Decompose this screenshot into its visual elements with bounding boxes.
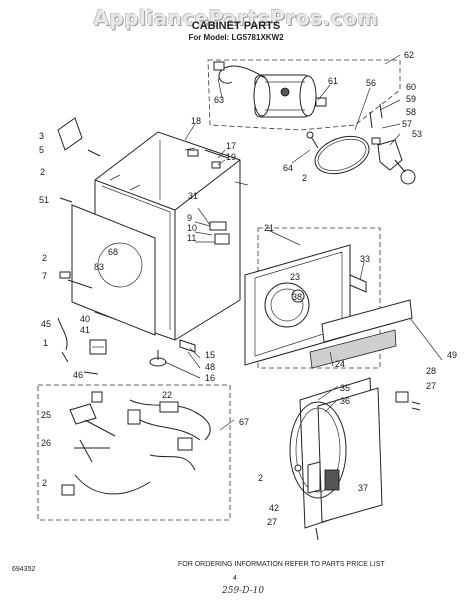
page-number: 4 (233, 575, 237, 582)
ordering-note: FOR ORDERING INFORMATION REFER TO PARTS … (178, 561, 385, 568)
motor-assembly (207, 59, 416, 185)
callout-27: 27 (426, 381, 436, 391)
callout-2: 2 (258, 473, 263, 483)
callout-16: 16 (205, 373, 215, 383)
callout-27: 27 (267, 517, 277, 527)
callout-3: 3 (39, 131, 44, 141)
callout-26: 26 (41, 438, 51, 448)
callout-67: 67 (239, 417, 249, 427)
callout-58: 58 (406, 107, 416, 117)
callout-5: 5 (39, 145, 44, 155)
callout-33: 33 (360, 254, 370, 264)
callout-24: 24 (335, 359, 345, 369)
callout-59: 59 (406, 94, 416, 104)
callout-19: 19 (226, 152, 236, 162)
callout-83: 83 (94, 262, 104, 272)
callout-41: 41 (80, 325, 90, 335)
callout-labels: 62 61 63 56 60 59 58 57 53 64 2 3 5 18 1… (39, 50, 457, 527)
callout-64: 64 (283, 163, 293, 173)
callout-28: 28 (426, 366, 436, 376)
callout-2: 2 (40, 167, 45, 177)
callout-2: 2 (42, 478, 47, 488)
callout-51: 51 (39, 195, 49, 205)
callout-45: 45 (41, 319, 51, 329)
callout-31: 31 (188, 191, 198, 201)
callout-7: 7 (42, 271, 47, 281)
callout-49: 49 (447, 350, 457, 360)
callout-21: 21 (264, 223, 274, 233)
watermark-logo: AppliancePartsPros.com (93, 6, 379, 30)
callout-25: 25 (41, 410, 51, 420)
callout-68: 68 (108, 247, 118, 257)
wiring-harness-box (37, 384, 231, 521)
callout-35: 35 (340, 383, 350, 393)
callout-42: 42 (269, 503, 279, 513)
callout-60: 60 (406, 82, 416, 92)
callout-17: 17 (226, 141, 236, 151)
callout-36: 36 (340, 396, 350, 406)
callout-2: 2 (302, 173, 307, 183)
handwritten-note: 259-D-10 (222, 586, 265, 596)
callout-37: 37 (358, 483, 368, 493)
leader-lines (164, 54, 443, 431)
callout-38: 38 (292, 292, 302, 302)
callout-56: 56 (366, 78, 376, 88)
callout-2: 2 (42, 253, 47, 263)
callout-53: 53 (412, 129, 422, 139)
door-assembly (289, 377, 421, 541)
callout-61: 61 (328, 76, 338, 86)
callout-23: 23 (290, 272, 300, 282)
callout-15: 15 (205, 350, 215, 360)
callout-40: 40 (80, 314, 90, 324)
callout-11: 11 (187, 233, 196, 243)
callout-22: 22 (162, 390, 172, 400)
callout-57: 57 (402, 119, 412, 129)
callout-1: 1 (43, 338, 48, 348)
document-number: 694352 (12, 566, 36, 573)
callout-10: 10 (187, 223, 197, 233)
callout-48: 48 (205, 362, 215, 372)
model-label: For Model: LG5781XKW2 (188, 33, 284, 42)
left-small-parts (57, 117, 107, 375)
callout-62: 62 (404, 50, 414, 60)
callout-18: 18 (191, 116, 201, 126)
cabinet-box (71, 131, 241, 367)
callout-9: 9 (187, 213, 192, 223)
diagram-title: CABINET PARTS (191, 20, 281, 32)
callout-63: 63 (214, 95, 224, 105)
callout-46: 46 (73, 370, 83, 380)
